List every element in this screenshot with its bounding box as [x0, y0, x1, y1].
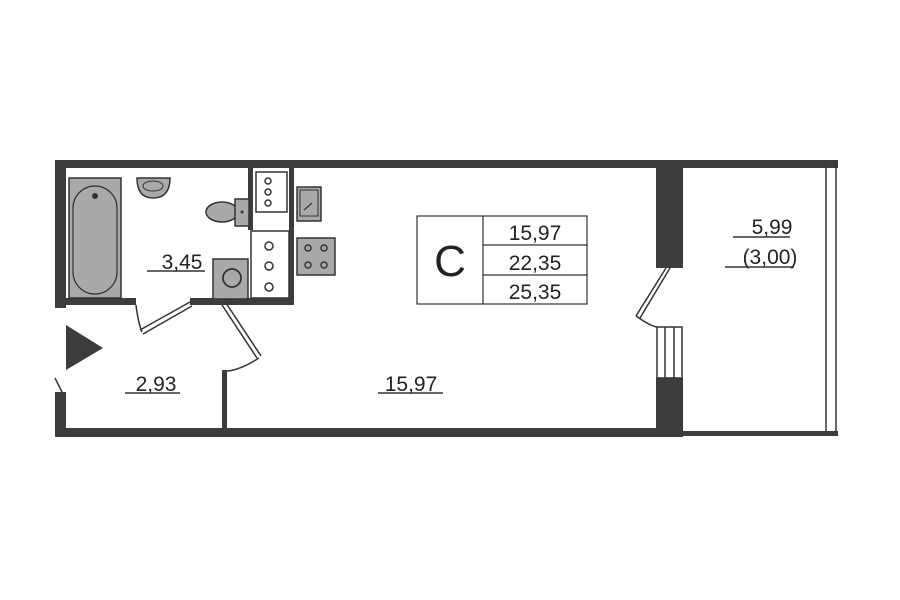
room-labels: 3,45 2,93 15,97 5,99 (3,00) — [125, 216, 797, 396]
bathroom-door — [135, 301, 193, 335]
living-area: 15,97 — [509, 222, 562, 245]
total-area: 22,35 — [509, 252, 562, 275]
balcony-window — [656, 326, 683, 379]
bathtub-icon — [68, 177, 122, 299]
living-room-area: 15,97 — [385, 373, 438, 396]
kitchen-cabinet-bottom — [250, 230, 290, 299]
hallway-area: 2,93 — [136, 373, 177, 396]
toilet-icon — [205, 198, 250, 227]
stove-icon — [296, 237, 336, 276]
balcony-area: 5,99 — [752, 216, 793, 239]
walls — [55, 160, 838, 437]
area-summary-table: С 15,97 22,35 25,35 — [416, 215, 588, 305]
entrance-arrow-icon — [66, 325, 103, 370]
kitchen-sink-icon — [296, 186, 322, 222]
balcony-reduced-area: (3,00) — [743, 246, 798, 269]
room-door — [221, 302, 262, 372]
apartment-type: С — [434, 237, 466, 286]
bathroom-area: 3,45 — [162, 251, 203, 274]
entrance-door — [54, 377, 63, 393]
balcony-door — [635, 267, 671, 328]
kitchen-cabinet-top — [255, 171, 288, 213]
washbasin-icon — [136, 177, 171, 199]
washing-machine-icon — [212, 258, 249, 300]
total-area-with-balcony: 25,35 — [509, 281, 562, 304]
